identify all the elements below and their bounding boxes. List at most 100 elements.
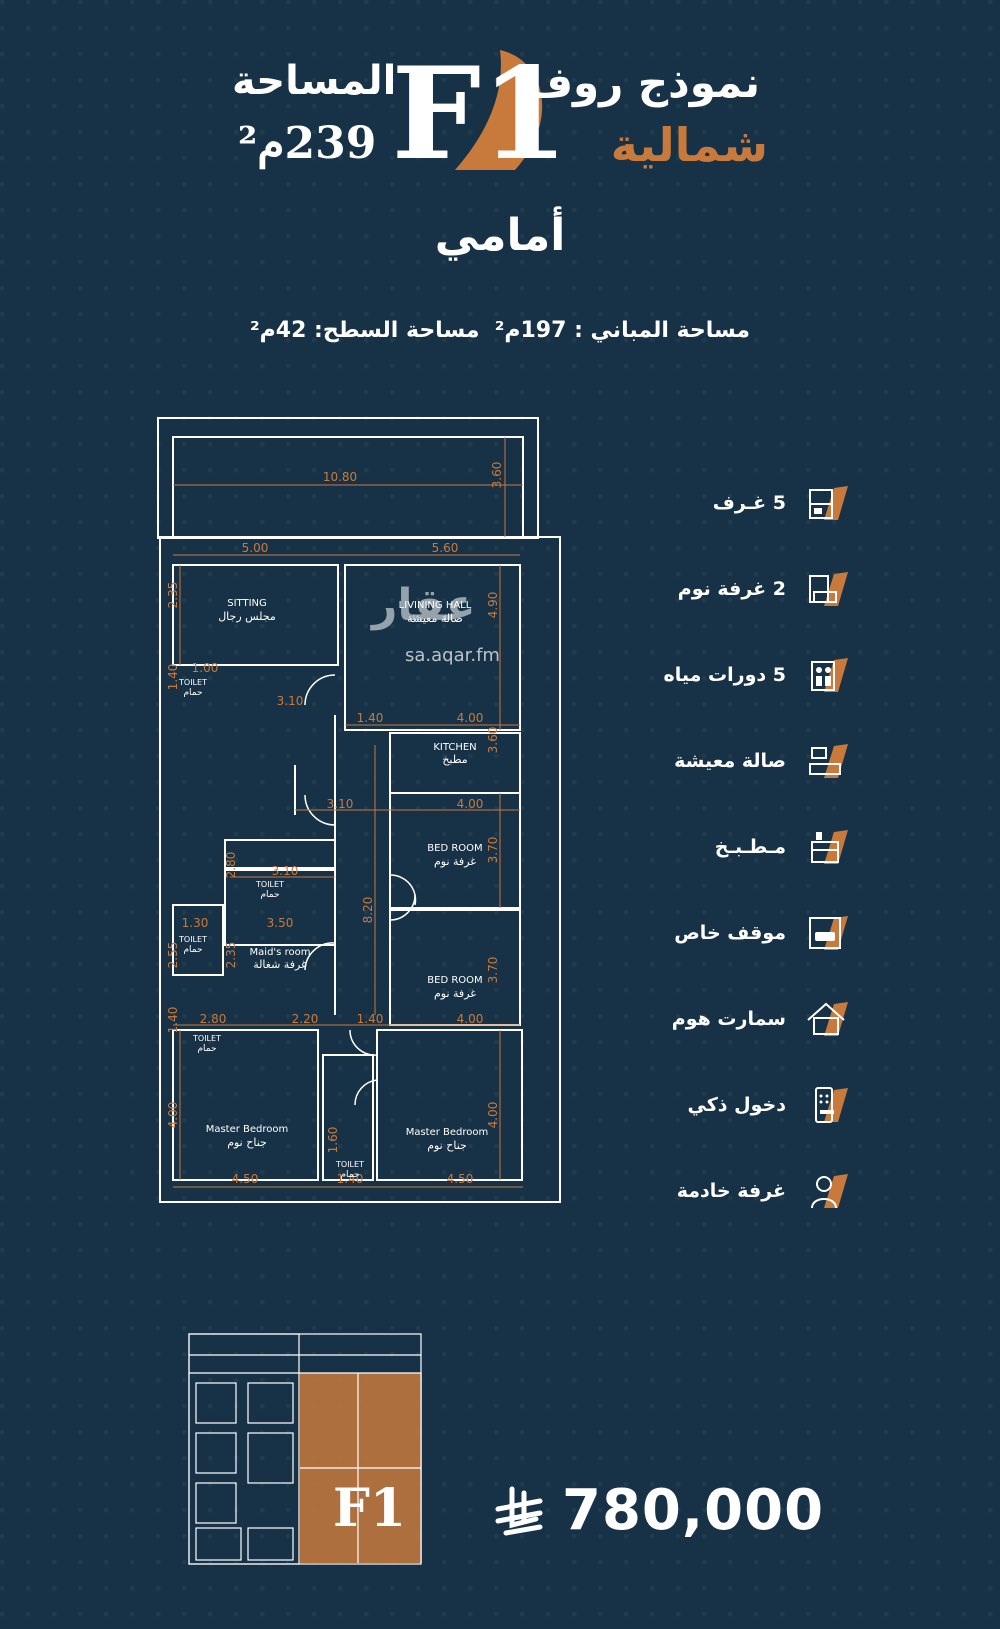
dim-label: 1.40 — [357, 711, 384, 725]
dim-label: 3.50 — [267, 916, 294, 930]
model-title: نموذج روف — [524, 58, 760, 107]
f1-logo: F1 — [395, 40, 565, 180]
rooms-icon — [804, 480, 850, 526]
saudi-riyal-icon — [495, 1486, 543, 1535]
feature-label: 5 غـرف — [712, 492, 786, 514]
room-label-toilet2-ar: حمام — [260, 890, 279, 900]
dim-label: 2.20 — [292, 1012, 319, 1026]
feature-label: صالة معيشة — [674, 750, 786, 772]
area-value: 239م² — [238, 118, 377, 169]
dim-label: 2.80 — [224, 852, 238, 879]
room-label-kitchen-ar: مطبخ — [442, 753, 467, 766]
direction-title: شمالية — [610, 118, 768, 172]
feature-item: صالة معيشة — [620, 718, 850, 804]
feature-item: سمارت هوم — [620, 976, 850, 1062]
dim-label: 3.10 — [327, 797, 354, 811]
room-label-toilet1-ar: حمام — [183, 688, 202, 698]
watermark-name: عقار — [372, 580, 476, 631]
room-label-master1: Master Bedroom — [206, 1124, 289, 1135]
parking-icon — [804, 910, 850, 956]
price-value: 780,000 — [562, 1478, 825, 1543]
position-title: أمامي — [434, 210, 566, 261]
roof-area: مساحة السطح: 42م² — [250, 318, 480, 343]
dim-label: 3.60 — [486, 727, 500, 754]
room-label-toilet4-ar: حمام — [197, 1044, 216, 1054]
feature-label: 5 دورات مياه — [663, 664, 786, 686]
dim-label: 3.10 — [272, 864, 299, 878]
room-label-master1-ar: جناح نوم — [227, 1136, 267, 1149]
room-label-toilet1: TOILET — [178, 678, 207, 687]
dim-label: 2.35 — [224, 942, 238, 969]
dim-label: 1.40 — [166, 664, 180, 691]
watermark-url: sa.aqar.fm — [405, 645, 500, 666]
feature-label: مـطـبـخ — [714, 836, 786, 858]
dim-label: 2.80 — [200, 1012, 227, 1026]
room-label-maid: Maid's room — [250, 947, 311, 958]
dim-label: 5.00 — [242, 541, 269, 555]
areas-row: مساحة المباني : 197م² مساحة السطح: 42م² — [250, 318, 750, 343]
feature-item: 5 غـرف — [620, 460, 850, 546]
feature-item: موقف خاص — [620, 890, 850, 976]
dim-label: 2.55 — [166, 942, 180, 969]
floor-plan: 10.80 3.60 5.00 5.60 2.35 4.90 1.40 1.00… — [157, 417, 561, 1203]
dim-label: 1.40 — [337, 1172, 364, 1186]
room-label-toilet4: TOILET — [192, 1034, 221, 1043]
feature-label: 2 غرفة نوم — [677, 578, 786, 600]
room-label-sitting: SITTING — [227, 598, 267, 609]
dim-label: 1.60 — [326, 1127, 340, 1154]
room-label-kitchen: KITCHEN — [433, 742, 476, 753]
feature-label: موقف خاص — [674, 922, 786, 944]
kitchen-icon — [804, 824, 850, 870]
bathroom-icon — [804, 652, 850, 698]
dim-label: 4.00 — [486, 1102, 500, 1129]
feature-label: سمارت هوم — [671, 1008, 786, 1030]
room-label-toilet2: TOILET — [255, 880, 284, 889]
dim-label: 4.50 — [447, 1172, 474, 1186]
room-label-master2: Master Bedroom — [406, 1127, 489, 1138]
building-area: مساحة المباني : 197م² — [494, 318, 750, 343]
room-label-maid-ar: غرفة شغالة — [253, 958, 307, 971]
room-label-toilet5: TOILET — [335, 1160, 364, 1169]
smart-home-icon — [804, 996, 850, 1042]
dim-label: 8.20 — [361, 897, 375, 924]
dim-label: 1.40 — [166, 1007, 180, 1034]
feature-label: غرفة خادمة — [676, 1180, 786, 1202]
dim-label: 10.80 — [323, 470, 357, 484]
dim-label: 1.40 — [357, 1012, 384, 1026]
room-label-master2-ar: جناح نوم — [427, 1139, 467, 1152]
logo-text: F1 — [395, 40, 565, 180]
room-label-living-ar: صالة معيشة — [407, 612, 463, 625]
dim-label: 4.00 — [457, 711, 484, 725]
bedroom-icon — [804, 566, 850, 612]
room-label-bed2: BED ROOM — [427, 975, 482, 986]
dim-label: 1.30 — [182, 916, 209, 930]
building-mini-plan — [188, 1333, 422, 1565]
room-label-bed2-ar: غرفة نوم — [434, 987, 476, 1000]
feature-item: 2 غرفة نوم — [620, 546, 850, 632]
dim-label: 3.70 — [486, 957, 500, 984]
feature-item: مـطـبـخ — [620, 804, 850, 890]
features-list: 5 غـرف 2 غرفة نوم 5 دورات مياه صالة معيش… — [620, 460, 850, 1234]
dim-label: 5.60 — [432, 541, 459, 555]
smart-entry-icon — [804, 1082, 850, 1128]
living-room-icon — [804, 738, 850, 784]
dim-label: 4.90 — [486, 592, 500, 619]
feature-item: دخول ذكي — [620, 1062, 850, 1148]
room-label-bed1-ar: غرفة نوم — [434, 855, 476, 868]
dim-label: 4.00 — [166, 1102, 180, 1129]
room-label-toilet5-ar: حمام — [340, 1170, 359, 1180]
dim-label: 1.00 — [192, 661, 219, 675]
room-label-bed1: BED ROOM — [427, 843, 482, 854]
feature-item: غرفة خادمة — [620, 1148, 850, 1234]
room-label-living: LIVINING HALL — [399, 600, 472, 611]
room-label-sitting-ar: مجلس رجال — [218, 610, 276, 623]
area-label: المساحة — [232, 58, 397, 104]
dim-label: 3.70 — [486, 837, 500, 864]
dim-label: 4.00 — [457, 797, 484, 811]
room-label-toilet3-ar: حمام — [183, 945, 202, 955]
price: 780,000 — [492, 1478, 824, 1543]
feature-item: 5 دورات مياه — [620, 632, 850, 718]
mini-plan-label: F1 — [333, 1478, 407, 1539]
room-label-toilet3: TOILET — [178, 935, 207, 944]
dim-label: 3.10 — [277, 694, 304, 708]
